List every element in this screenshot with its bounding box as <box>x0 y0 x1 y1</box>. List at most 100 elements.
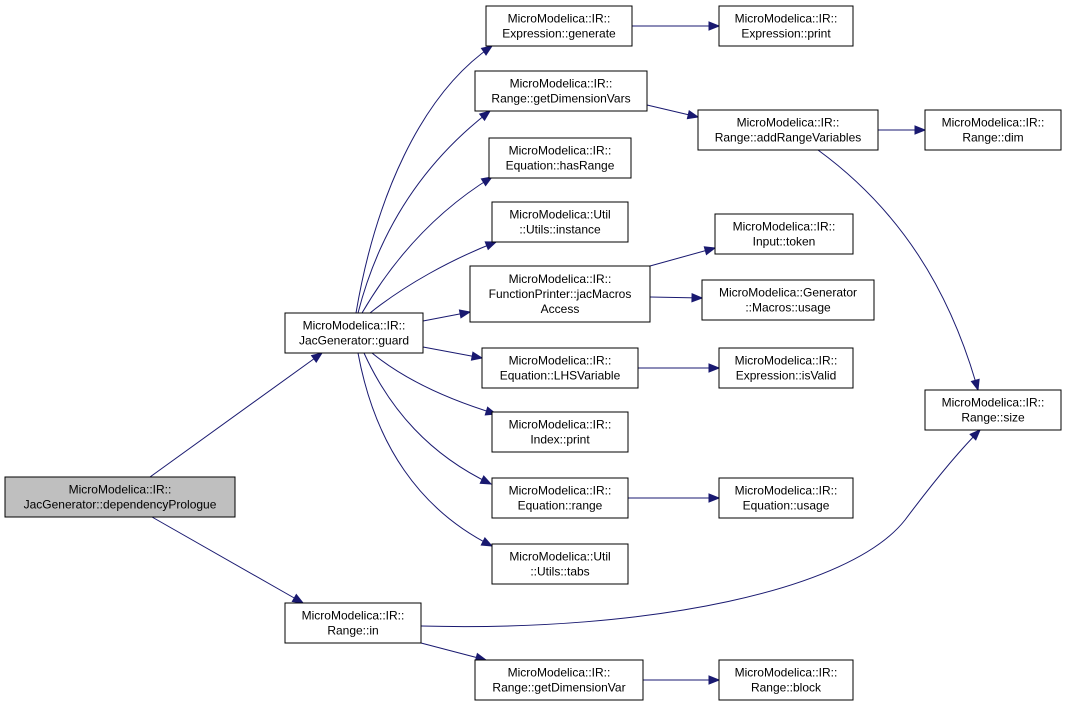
edge-line <box>817 149 979 391</box>
node-label: Range::block <box>751 681 822 695</box>
arrowhead <box>310 352 324 363</box>
node-getDimVar[interactable]: MicroModelica::IR::Range::getDimensionVa… <box>474 659 644 701</box>
node-depPrologue[interactable]: MicroModelica::IR::JacGenerator::depende… <box>4 476 236 518</box>
arrowhead <box>479 475 493 485</box>
edge-depPrologue-to-rangeIn <box>151 516 305 604</box>
arrowhead <box>686 109 700 120</box>
arrowhead <box>708 363 721 373</box>
node-label: MicroModelica::IR:: <box>735 354 838 368</box>
node-box <box>718 347 854 389</box>
node-jacMacros[interactable]: MicroModelica::IR::FunctionPrinter::jacM… <box>469 265 651 323</box>
node-label: MicroModelica::IR:: <box>509 144 612 158</box>
edge-guard-to-lhsVariable <box>422 346 484 361</box>
arrowhead <box>708 675 721 685</box>
node-label: Equation::hasRange <box>506 159 615 173</box>
edge-guard-to-utilInstance <box>369 241 498 314</box>
node-rangeSize[interactable]: MicroModelica::IR::Range::size <box>924 389 1062 431</box>
node-utilInstance[interactable]: MicroModelica::Util::Utils::instance <box>491 201 629 243</box>
node-guard[interactable]: MicroModelica::IR::JacGenerator::guard <box>284 312 424 354</box>
node-label: MicroModelica::IR:: <box>509 418 612 432</box>
arrowhead <box>691 293 704 303</box>
edge-guard-to-exprGenerate <box>355 45 494 314</box>
node-getDimVars[interactable]: MicroModelica::IR::Range::getDimensionVa… <box>474 70 648 112</box>
edge-line <box>371 352 497 415</box>
node-eqRange[interactable]: MicroModelica::IR::Equation::range <box>491 477 629 519</box>
node-indexPrint[interactable]: MicroModelica::IR::Index::print <box>491 411 629 453</box>
node-box <box>485 5 633 47</box>
node-label: MicroModelica::IR:: <box>733 220 836 234</box>
edge-guard-to-getDimVars <box>357 110 492 314</box>
node-label: ::Macros::usage <box>745 301 831 315</box>
node-inputToken[interactable]: MicroModelica::IR::Input::token <box>714 213 854 255</box>
node-label: MicroModelica::IR:: <box>735 666 838 680</box>
node-label: MicroModelica::IR:: <box>509 484 612 498</box>
node-hasRange[interactable]: MicroModelica::IR::Equation::hasRange <box>488 137 632 179</box>
node-box <box>718 477 854 519</box>
node-label: MicroModelica::IR:: <box>735 484 838 498</box>
arrowhead <box>478 110 492 122</box>
node-lhsVariable[interactable]: MicroModelica::IR::Equation::LHSVariable <box>481 347 639 389</box>
edge-guard-to-hasRange <box>361 176 494 314</box>
arrowhead <box>480 45 494 56</box>
edge-lhsVariable-to-exprIsValid <box>638 363 721 373</box>
edge-getDimVars-to-addRangeVars <box>646 104 700 120</box>
node-label: Expression::print <box>741 27 831 41</box>
node-label: MicroModelica::IR:: <box>303 319 406 333</box>
node-label: MicroModelica::IR:: <box>508 666 611 680</box>
node-label: Expression::generate <box>502 27 616 41</box>
node-box <box>488 137 632 179</box>
node-label: MicroModelica::Generator <box>719 286 857 300</box>
node-label: JacGenerator::guard <box>299 334 409 348</box>
edge-eqRange-to-eqUsage <box>628 493 721 503</box>
node-box <box>284 602 422 644</box>
node-eqUsage[interactable]: MicroModelica::IR::Equation::usage <box>718 477 854 519</box>
node-box <box>4 476 236 518</box>
node-label: Index::print <box>530 433 590 447</box>
node-box <box>924 109 1062 151</box>
node-box <box>714 213 854 255</box>
edge-line <box>420 429 981 628</box>
node-label: MicroModelica::IR:: <box>942 116 1045 130</box>
node-label: Access <box>541 302 580 316</box>
edge-line <box>420 642 487 661</box>
node-box <box>481 347 639 389</box>
node-rangeIn[interactable]: MicroModelica::IR::Range::in <box>284 602 422 644</box>
arrowhead <box>914 125 927 135</box>
node-label: JacGenerator::dependencyPrologue <box>24 498 217 512</box>
edge-jacMacros-to-macrosUsage <box>649 293 704 303</box>
node-rangeBlock[interactable]: MicroModelica::IR::Range::block <box>718 659 854 701</box>
edge-guard-to-indexPrint <box>371 352 498 416</box>
node-label: Equation::LHSVariable <box>500 369 621 383</box>
call-nodes: MicroModelica::IR::JacGenerator::depende… <box>4 5 1062 701</box>
node-exprPrint[interactable]: MicroModelica::IR::Expression::print <box>718 5 854 47</box>
edge-line <box>369 241 497 314</box>
node-box <box>701 279 875 321</box>
edge-rangeIn-to-getDimVar <box>420 642 488 662</box>
node-label: MicroModelica::Util <box>509 550 610 564</box>
node-exprGenerate[interactable]: MicroModelica::IR::Expression::generate <box>485 5 633 47</box>
call-edges <box>149 21 981 685</box>
arrowhead <box>291 593 305 604</box>
node-box <box>697 109 879 151</box>
node-label: ::Utils::tabs <box>530 565 589 579</box>
edge-line <box>355 45 493 314</box>
node-box <box>491 201 629 243</box>
node-label: Range::getDimensionVars <box>491 92 630 106</box>
node-label: Range::addRangeVariables <box>715 131 862 145</box>
node-box <box>718 5 854 47</box>
node-label: MicroModelica::IR:: <box>942 396 1045 410</box>
node-macrosUsage[interactable]: MicroModelica::Generator::Macros::usage <box>701 279 875 321</box>
arrowhead <box>970 378 980 392</box>
node-label: ::Utils::instance <box>519 223 601 237</box>
node-label: MicroModelica::IR:: <box>737 116 840 130</box>
node-addRangeVars[interactable]: MicroModelica::IR::Range::addRangeVariab… <box>697 109 879 151</box>
node-label: Range::getDimensionVar <box>492 681 625 695</box>
node-rangeDim[interactable]: MicroModelica::IR::Range::dim <box>924 109 1062 151</box>
node-exprIsValid[interactable]: MicroModelica::IR::Expression::isValid <box>718 347 854 389</box>
node-box <box>474 70 648 112</box>
arrowhead <box>708 493 721 503</box>
node-label: MicroModelica::IR:: <box>735 12 838 26</box>
node-utilTabs[interactable]: MicroModelica::Util::Utils::tabs <box>491 543 629 585</box>
edge-line <box>151 516 304 604</box>
